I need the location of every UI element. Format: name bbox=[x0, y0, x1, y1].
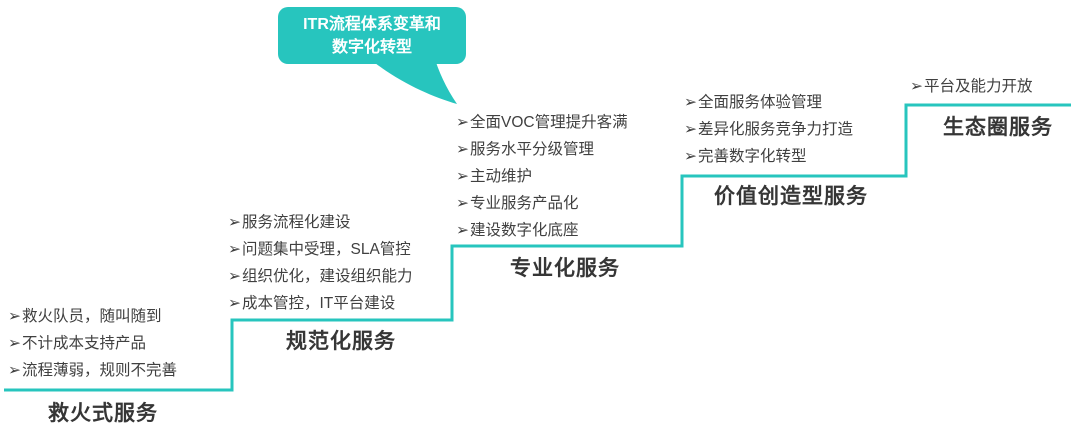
callout-text-line1: ITR流程体系变革和 bbox=[303, 16, 441, 33]
stage3-bullet-list: ➢全面VOC管理提升客满 ➢服务水平分级管理 ➢主动维护 ➢专业服务产品化 ➢建… bbox=[456, 109, 628, 244]
arrow-bullet-icon: ➢ bbox=[456, 114, 469, 131]
stage1-label: 救火式服务 bbox=[48, 402, 158, 425]
bullet-item: ➢差异化服务竞争力打造 bbox=[684, 116, 853, 143]
stage5-label: 生态圈服务 bbox=[943, 116, 1053, 139]
bullet-item: ➢组织优化，建设组织能力 bbox=[228, 263, 413, 290]
bullet-text: 全面服务体验管理 bbox=[698, 94, 823, 111]
stage2-bullet-list: ➢服务流程化建设 ➢问题集中受理，SLA管控 ➢组织优化，建设组织能力 ➢成本管… bbox=[228, 209, 413, 317]
bullet-item: ➢全面服务体验管理 bbox=[684, 89, 853, 116]
bullet-item: ➢不计成本支持产品 bbox=[8, 330, 177, 357]
bullet-text: 主动维护 bbox=[470, 168, 533, 185]
bullet-text: 差异化服务竞争力打造 bbox=[698, 121, 854, 138]
arrow-bullet-icon: ➢ bbox=[8, 362, 21, 379]
arrow-bullet-icon: ➢ bbox=[456, 141, 469, 158]
bullet-item: ➢平台及能力开放 bbox=[910, 73, 1033, 100]
stage1-bullet-list: ➢救火队员，随叫随到 ➢不计成本支持产品 ➢流程薄弱，规则不完善 bbox=[8, 303, 177, 384]
staircase-line bbox=[4, 103, 1071, 392]
arrow-bullet-icon: ➢ bbox=[8, 335, 21, 352]
bullet-item: ➢成本管控，IT平台建设 bbox=[228, 290, 413, 317]
arrow-bullet-icon: ➢ bbox=[684, 94, 697, 111]
bullet-text: 不计成本支持产品 bbox=[22, 335, 147, 352]
bullet-text: 专业服务产品化 bbox=[470, 195, 579, 212]
bullet-text: 问题集中受理，SLA管控 bbox=[242, 241, 411, 258]
bullet-item: ➢专业服务产品化 bbox=[456, 190, 628, 217]
bullet-item: ➢问题集中受理，SLA管控 bbox=[228, 236, 413, 263]
bullet-text: 全面VOC管理提升客满 bbox=[470, 114, 628, 131]
arrow-bullet-icon: ➢ bbox=[228, 295, 241, 312]
bullet-item: ➢流程薄弱，规则不完善 bbox=[8, 357, 177, 384]
arrow-bullet-icon: ➢ bbox=[228, 268, 241, 285]
arrow-bullet-icon: ➢ bbox=[456, 222, 469, 239]
bullet-item: ➢主动维护 bbox=[456, 163, 628, 190]
bullet-text: 建设数字化底座 bbox=[470, 222, 579, 239]
bullet-item: ➢完善数字化转型 bbox=[684, 143, 853, 170]
arrow-bullet-icon: ➢ bbox=[684, 121, 697, 138]
stage3-label: 专业化服务 bbox=[510, 257, 620, 280]
bullet-text: 服务水平分级管理 bbox=[470, 141, 595, 158]
stage2-label: 规范化服务 bbox=[286, 330, 396, 353]
arrow-bullet-icon: ➢ bbox=[456, 195, 469, 212]
bullet-text: 平台及能力开放 bbox=[924, 78, 1033, 95]
arrow-bullet-icon: ➢ bbox=[684, 148, 697, 165]
callout-bubble: ITR流程体系变革和 数字化转型 bbox=[278, 7, 466, 64]
callout-tail-icon bbox=[366, 56, 457, 104]
stage5-bullet-list: ➢平台及能力开放 bbox=[910, 73, 1033, 100]
bullet-text: 组织优化，建设组织能力 bbox=[242, 268, 413, 285]
bullet-item: ➢救火队员，随叫随到 bbox=[8, 303, 177, 330]
bullet-text: 完善数字化转型 bbox=[698, 148, 807, 165]
bullet-text: 成本管控，IT平台建设 bbox=[242, 295, 396, 312]
bullet-item: ➢建设数字化底座 bbox=[456, 217, 628, 244]
arrow-bullet-icon: ➢ bbox=[456, 168, 469, 185]
bullet-text: 流程薄弱，规则不完善 bbox=[22, 362, 178, 379]
bullet-item: ➢服务流程化建设 bbox=[228, 209, 413, 236]
bullet-item: ➢服务水平分级管理 bbox=[456, 136, 628, 163]
arrow-bullet-icon: ➢ bbox=[910, 78, 923, 95]
bullet-text: 服务流程化建设 bbox=[242, 214, 351, 231]
callout-text-line2: 数字化转型 bbox=[331, 39, 412, 56]
arrow-bullet-icon: ➢ bbox=[228, 214, 241, 231]
arrow-bullet-icon: ➢ bbox=[228, 241, 241, 258]
bullet-item: ➢全面VOC管理提升客满 bbox=[456, 109, 628, 136]
bullet-text: 救火队员，随叫随到 bbox=[22, 308, 162, 325]
stage4-bullet-list: ➢全面服务体验管理 ➢差异化服务竞争力打造 ➢完善数字化转型 bbox=[684, 89, 853, 170]
stage4-label: 价值创造型服务 bbox=[714, 185, 868, 208]
arrow-bullet-icon: ➢ bbox=[8, 308, 21, 325]
